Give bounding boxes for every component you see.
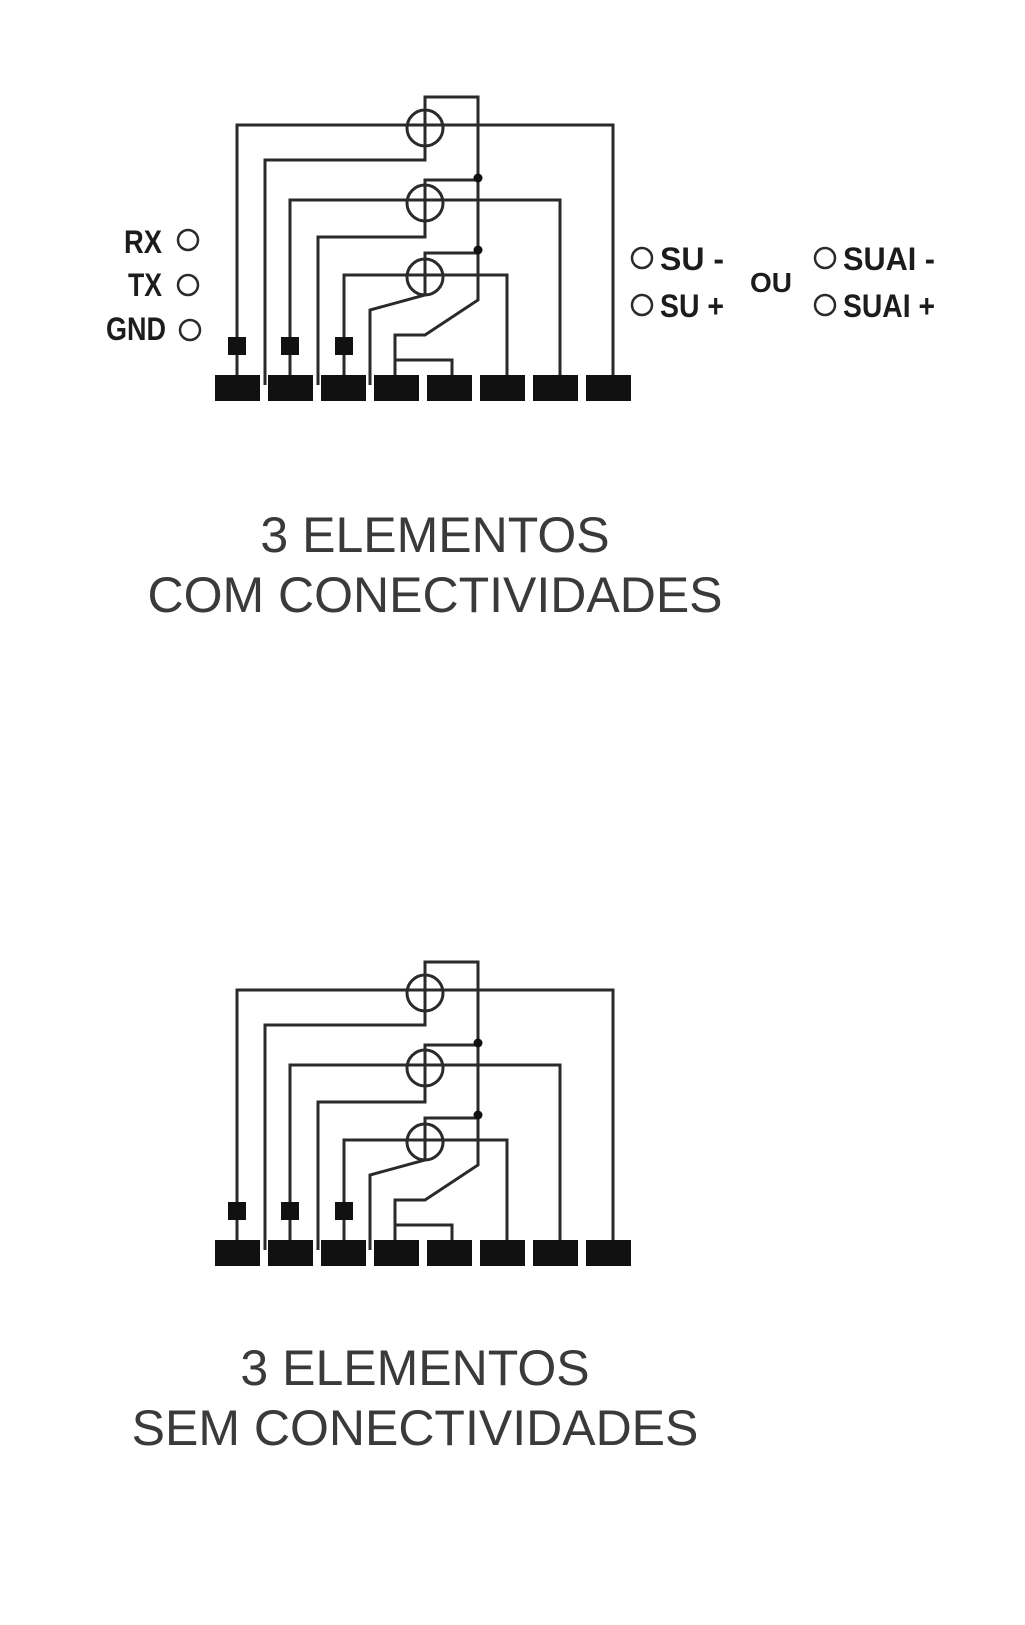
- wire-element2-inner: [316, 1043, 478, 1250]
- suai-plus-connector-icon: [813, 293, 837, 317]
- label-rx: RX: [124, 224, 163, 260]
- label-gnd: GND: [106, 311, 166, 347]
- terminal-small: [228, 1202, 246, 1220]
- wire-element1: [263, 960, 480, 1250]
- wiring-diagram-without-connectivity: [215, 960, 631, 1266]
- su-plus-connector-icon: [630, 293, 654, 317]
- terminal-small: [335, 337, 353, 355]
- terminal-small: [281, 1202, 299, 1220]
- wire-element2-inner: [316, 178, 478, 385]
- terminal-small: [281, 337, 299, 355]
- rx-connector-icon: [176, 228, 200, 252]
- gnd-connector-icon: [178, 318, 202, 342]
- wire-element1: [263, 95, 480, 385]
- suai-minus-connector-icon: [813, 246, 837, 270]
- terminal-small: [228, 337, 246, 355]
- label-suai-minus: SUAI -: [843, 241, 935, 277]
- caption-line-1: 3 ELEMENTOS: [240, 1340, 590, 1396]
- tx-connector-icon: [176, 273, 200, 297]
- label-su-plus: SU +: [660, 288, 724, 324]
- junction-dot: [473, 1038, 483, 1048]
- terminal-small: [335, 1202, 353, 1220]
- junction-dot: [473, 173, 483, 183]
- label-tx: TX: [128, 267, 163, 303]
- terminal-block: [215, 1240, 631, 1266]
- junction-dot: [473, 245, 483, 255]
- caption-without-connectivity: 3 ELEMENTOS SEM CONECTIVIDADES: [90, 1338, 740, 1458]
- terminal-block: [215, 375, 631, 401]
- wiring-diagram-with-connectivity: RX TX GND SU - SU + OU SUAI - SUAI +: [106, 95, 935, 401]
- label-su-minus: SU -: [660, 241, 724, 277]
- label-suai-plus: SUAI +: [843, 288, 935, 324]
- junction-dot: [473, 1110, 483, 1120]
- su-minus-connector-icon: [630, 246, 654, 270]
- caption-line-2: COM CONECTIVIDADES: [147, 567, 723, 623]
- caption-line-2: SEM CONECTIVIDADES: [131, 1400, 699, 1456]
- caption-line-1: 3 ELEMENTOS: [260, 507, 610, 563]
- caption-with-connectivity: 3 ELEMENTOS COM CONECTIVIDADES: [110, 505, 760, 625]
- label-or: OU: [750, 267, 792, 298]
